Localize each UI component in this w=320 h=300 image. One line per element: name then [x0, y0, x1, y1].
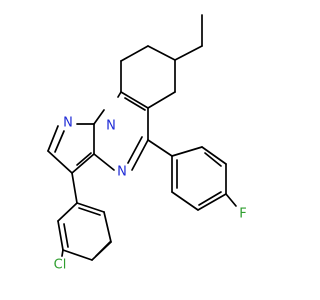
pyrazole-ring-bonds	[47, 123, 95, 174]
ethyl-group-bonds	[174, 14, 203, 61]
chlorophenyl-ring-bonds	[57, 172, 112, 261]
molecule-structure: N N N Cl F	[47, 14, 247, 273]
atom-fluorine: F	[239, 207, 246, 222]
pyrimidine-ring-bonds	[93, 91, 149, 171]
atom-n-pyrimidine: N	[117, 165, 127, 180]
atom-chlorine: Cl	[54, 258, 67, 273]
atom-n-bridge: N	[106, 119, 116, 134]
fluorophenyl-ring-bonds	[147, 139, 237, 211]
saturated-ring-bonds	[120, 45, 176, 109]
atom-n-pyrazole: N	[63, 116, 73, 131]
